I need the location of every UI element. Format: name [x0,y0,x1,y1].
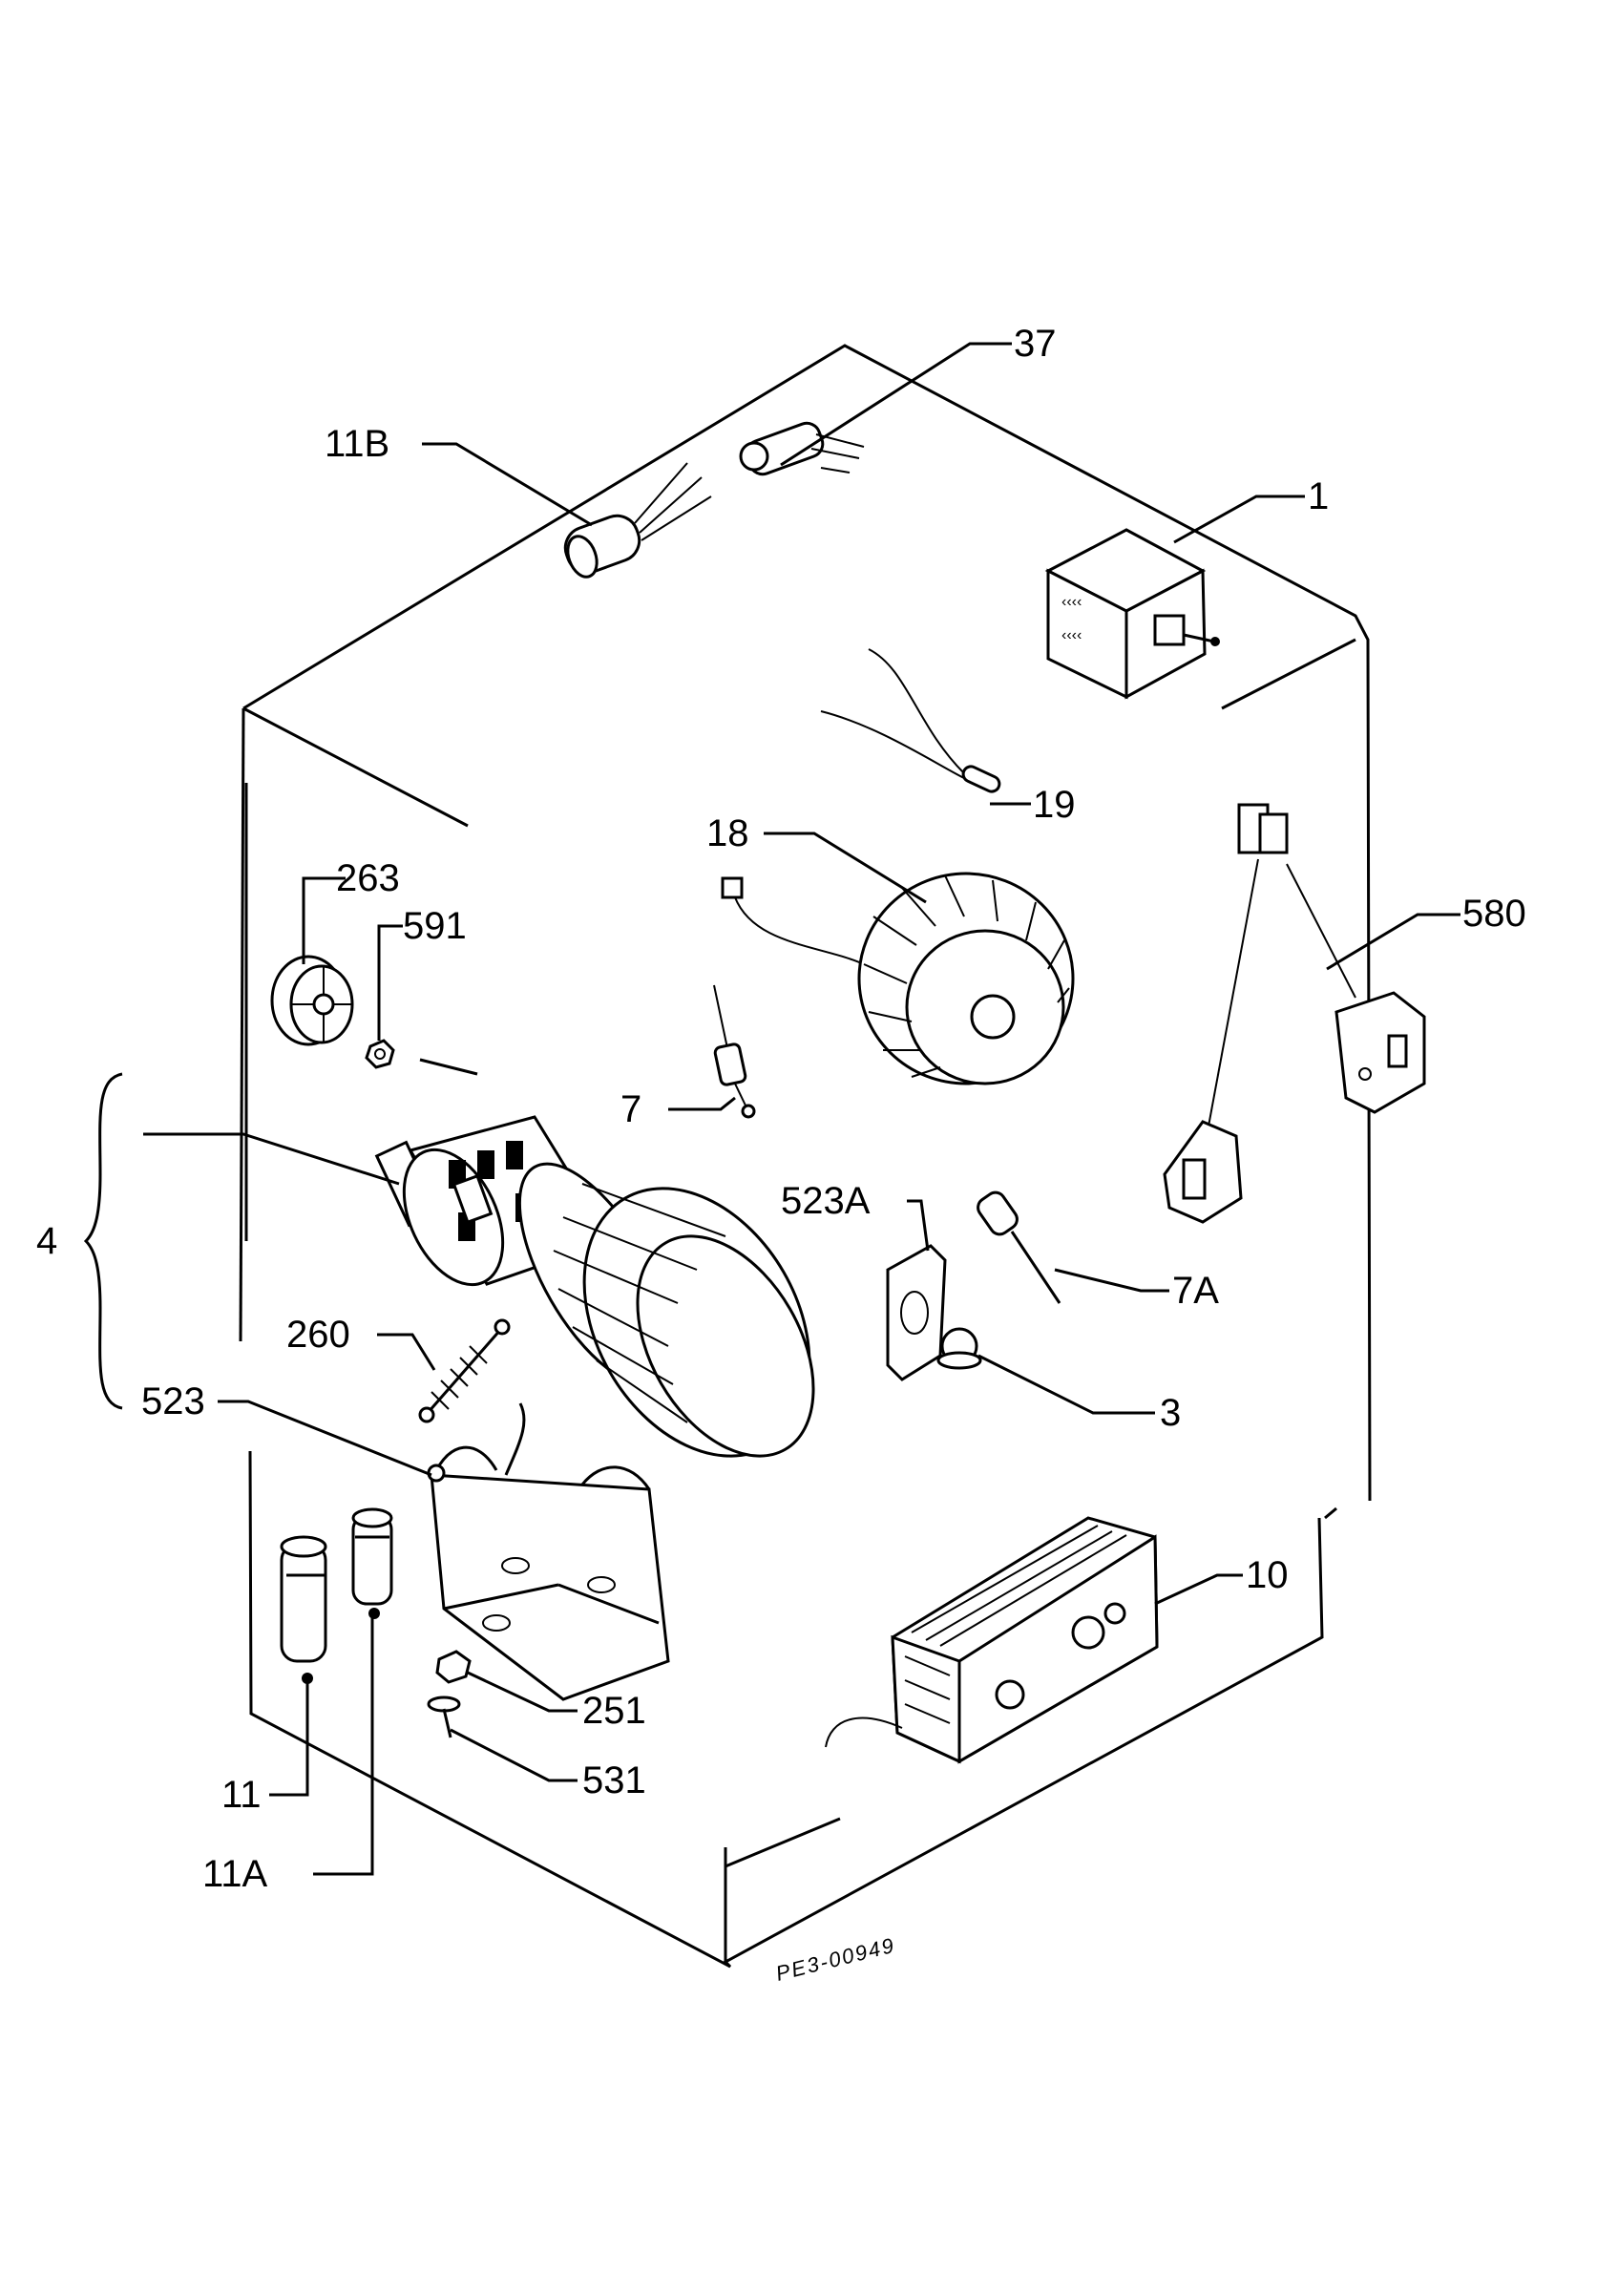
callout-580: 580 [1462,893,1526,935]
callout-3: 3 [1160,1392,1181,1434]
part-10-heater [825,1516,1159,1764]
part-251-nut [435,1650,472,1684]
part-1-timer: ‹‹‹‹ ‹‹‹‹ [1044,528,1220,700]
part-591-washer [365,1039,395,1069]
part-3-thermostat [936,1327,982,1370]
callout-37: 37 [1014,323,1057,365]
callout-260: 260 [286,1314,350,1356]
assembly-4-brace [83,1072,123,1410]
part-18-fan-wheel [721,872,1075,1085]
part-11b-capacitor [563,462,712,579]
leader-lines [143,342,1460,1876]
part-4-motor-assembly [374,1058,815,1458]
callout-7a: 7A [1172,1270,1219,1312]
callout-251: 251 [582,1690,646,1732]
part-523a-gasket [886,1244,947,1381]
callout-11a: 11A [202,1853,268,1895]
part-523-motor-bracket [427,1402,670,1701]
callout-11: 11 [221,1774,262,1816]
svg-text:‹‹‹‹: ‹‹‹‹ [1061,627,1082,643]
part-11-capacitor [280,1535,327,1684]
part-7-thermal-fuse [713,984,756,1119]
callout-18: 18 [706,812,749,854]
callout-1: 1 [1308,475,1329,517]
part-263-pulley [270,955,354,1046]
part-531-screw [427,1696,461,1738]
part-11a-capacitor [351,1507,393,1619]
part-37-thermostat [739,421,865,476]
callout-263: 263 [336,857,400,899]
callout-591: 591 [403,905,467,947]
callout-11b: 11B [325,423,389,465]
callout-labels: 37 11B 1 19 18 263 591 580 7 523A 4 7A 2… [36,323,1526,1895]
part-260-spring [418,1318,511,1423]
part-580-door-switch [1163,803,1426,1224]
callout-4: 4 [36,1220,57,1262]
part-7a-thermal-fuse [977,1190,1061,1304]
drawing-code: PE3-00949 [773,1933,897,1986]
cabinet-outline [239,344,1372,1969]
part-19-sensor [820,648,1001,793]
svg-text:‹‹‹‹: ‹‹‹‹ [1061,594,1082,610]
callout-7: 7 [620,1088,641,1130]
callout-19: 19 [1033,784,1076,826]
callout-523a: 523A [781,1180,871,1222]
callout-10: 10 [1246,1554,1289,1596]
callout-531: 531 [582,1759,646,1801]
callout-523: 523 [141,1380,205,1422]
